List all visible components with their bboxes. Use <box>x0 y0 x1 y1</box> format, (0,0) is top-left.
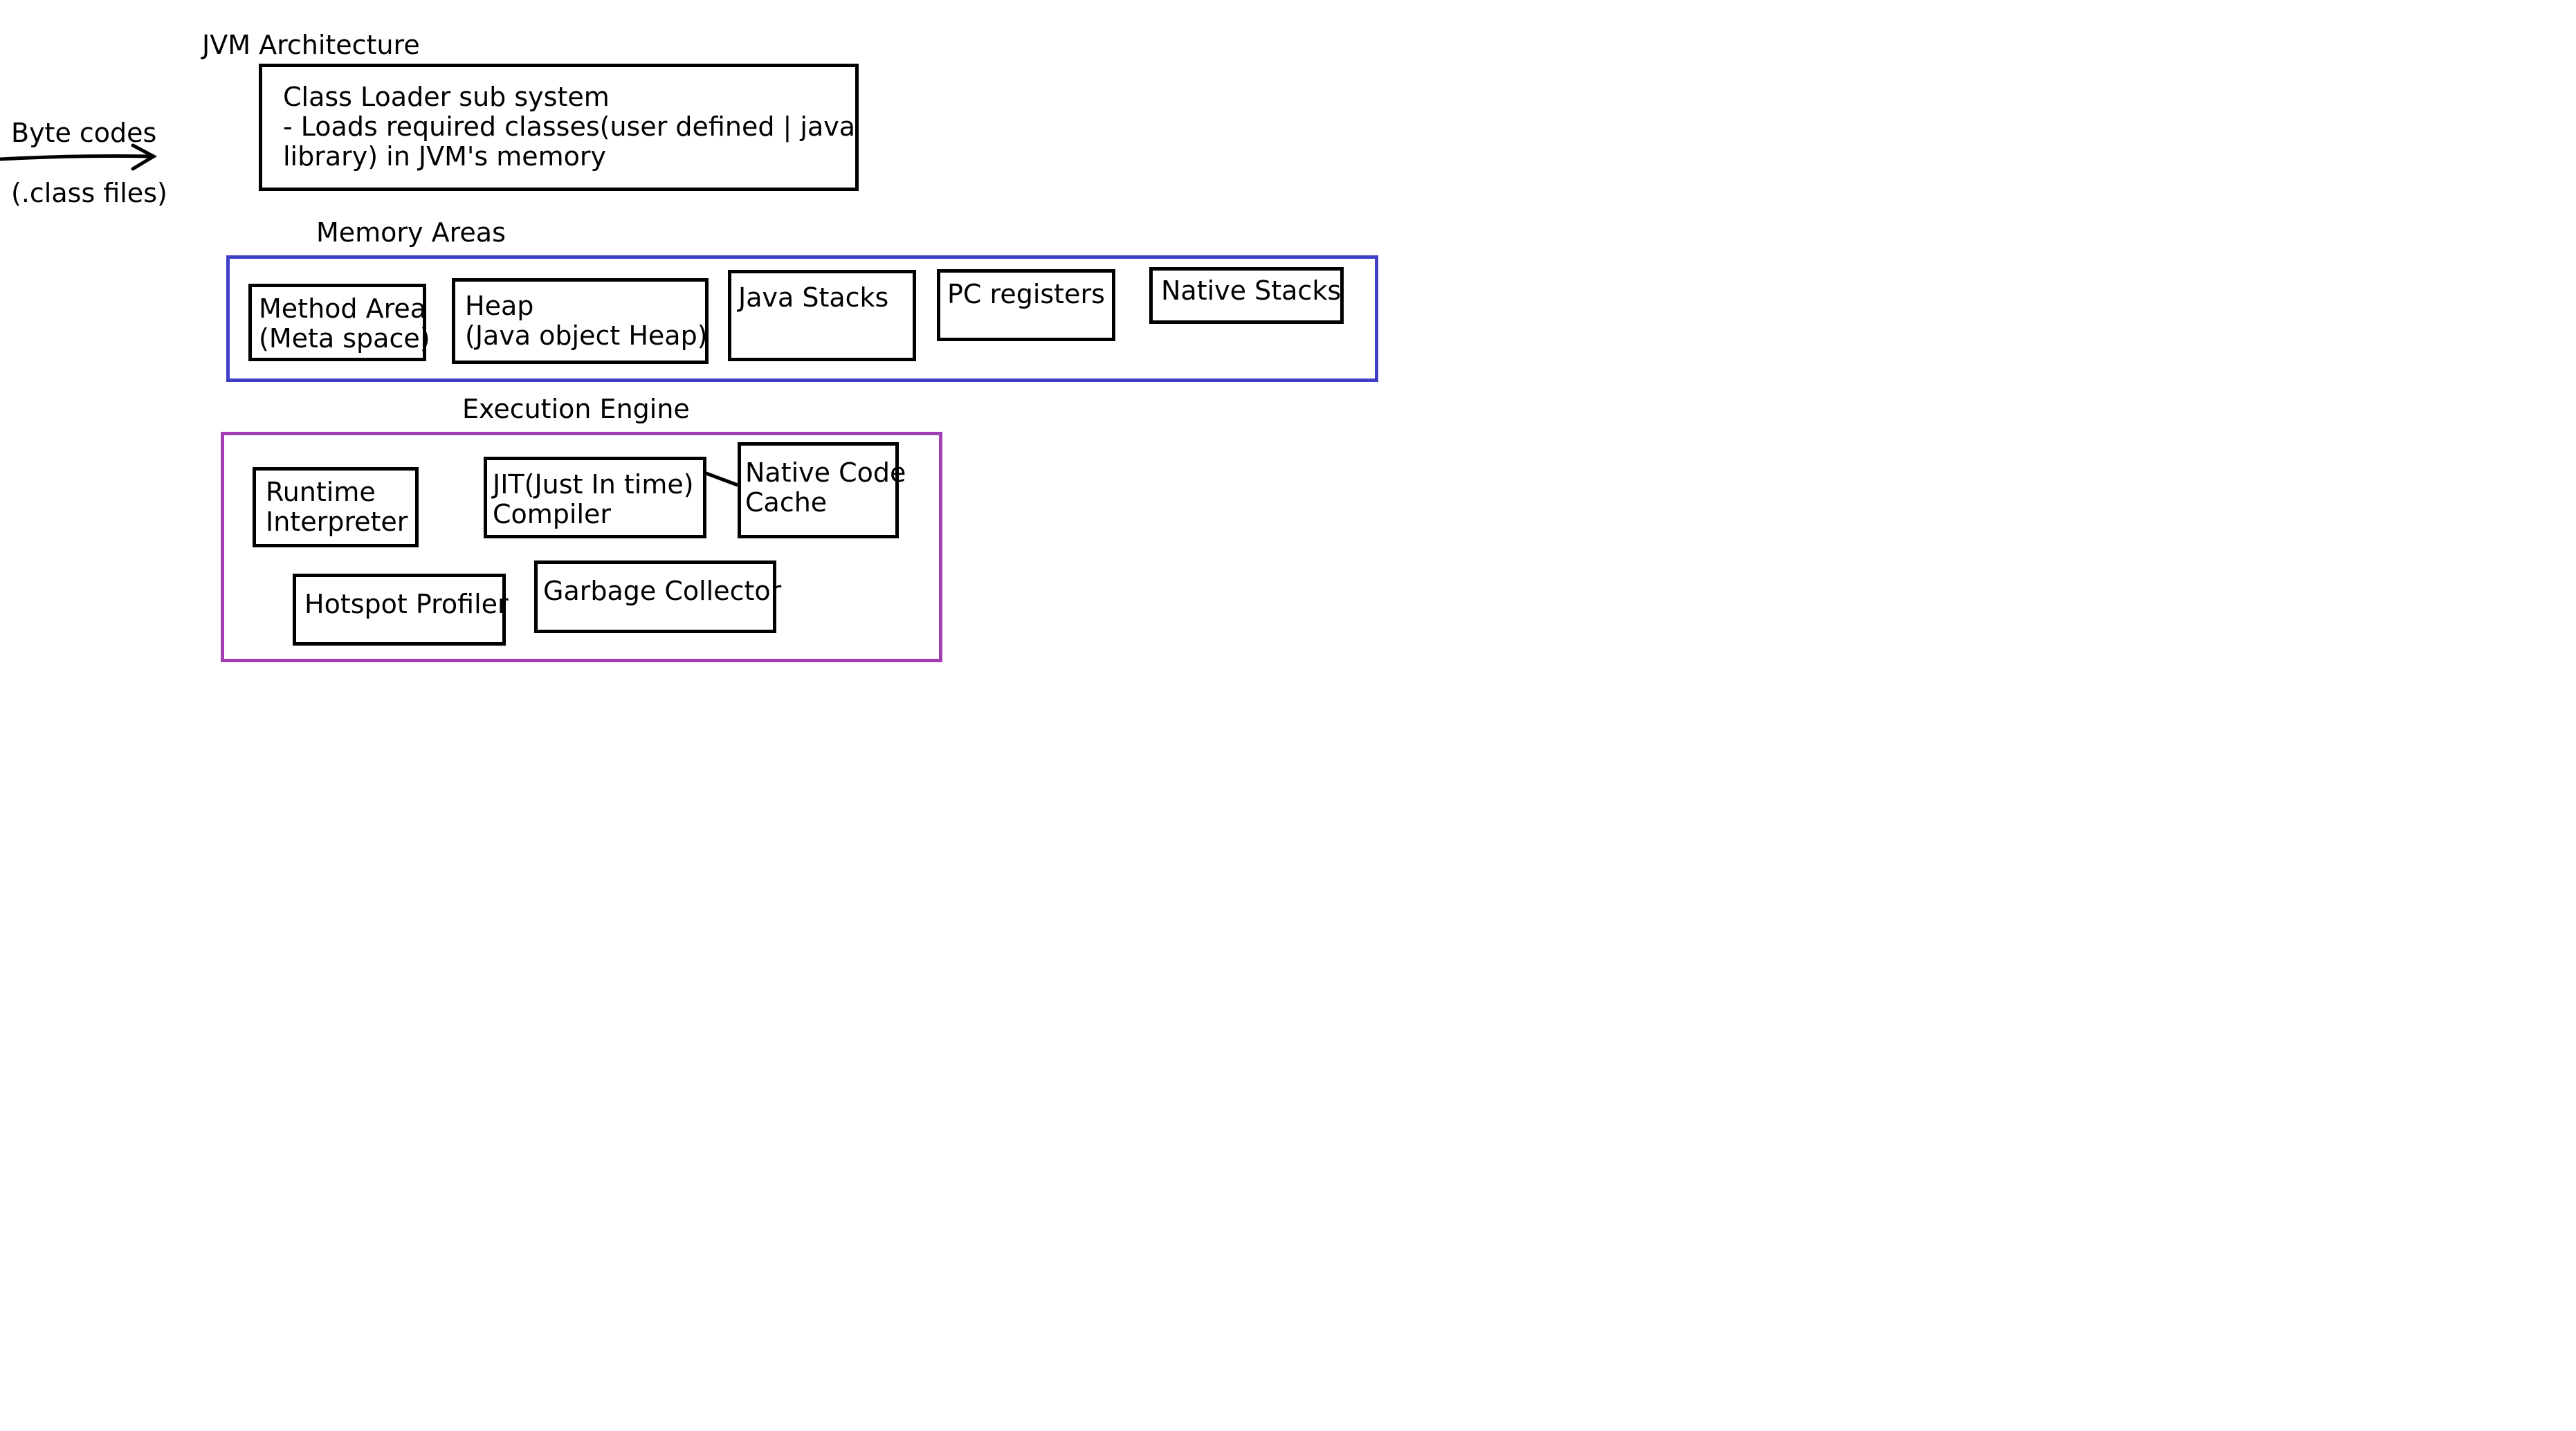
jit-compiler-box: JIT(Just In time) Compiler <box>484 457 706 538</box>
runtime-interpreter-label: Runtime Interpreter <box>266 477 408 537</box>
heap-label: Heap (Java object Heap) <box>465 291 708 351</box>
memory-areas-label: Memory Areas <box>316 217 506 248</box>
native-code-cache-box: Native Code Cache <box>738 442 906 538</box>
garbage-collector-label: Garbage Collector <box>543 576 782 606</box>
method-area-box: Method Area (Meta space) <box>248 284 430 361</box>
java-stacks-box: Java Stacks <box>728 270 916 361</box>
garbage-collector-box: Garbage Collector <box>534 560 782 633</box>
byte-codes-label: Byte codes <box>11 118 157 148</box>
class-loader-description: - Loads required classes(user defined | … <box>283 111 856 172</box>
byte-code-arrow <box>0 143 158 171</box>
hotspot-profiler-label: Hotspot Profiler <box>304 589 509 619</box>
java-stacks-label: Java Stacks <box>738 282 889 313</box>
pc-registers-label: PC registers <box>947 279 1105 309</box>
execution-engine-group <box>221 432 942 662</box>
jit-compiler-label: JIT(Just In time) Compiler <box>493 469 694 529</box>
execution-engine-label: Execution Engine <box>462 394 690 424</box>
native-code-cache-label: Native Code Cache <box>745 457 906 518</box>
heap-box: Heap (Java object Heap) <box>452 278 709 364</box>
runtime-interpreter-box: Runtime Interpreter <box>253 467 419 547</box>
class-loader-title: Class Loader sub system <box>283 82 610 112</box>
memory-areas-group <box>226 255 1378 382</box>
diagram-title: JVM Architecture <box>202 30 420 60</box>
class-files-label: (.class files) <box>11 178 167 208</box>
native-stacks-box: Native Stacks <box>1149 267 1344 324</box>
native-stacks-label: Native Stacks <box>1161 275 1342 306</box>
method-area-label: Method Area (Meta space) <box>259 293 430 354</box>
pc-registers-box: PC registers <box>937 269 1115 341</box>
class-loader-box: Class Loader sub system - Loads required… <box>259 64 859 191</box>
hotspot-profiler-box: Hotspot Profiler <box>293 574 509 646</box>
